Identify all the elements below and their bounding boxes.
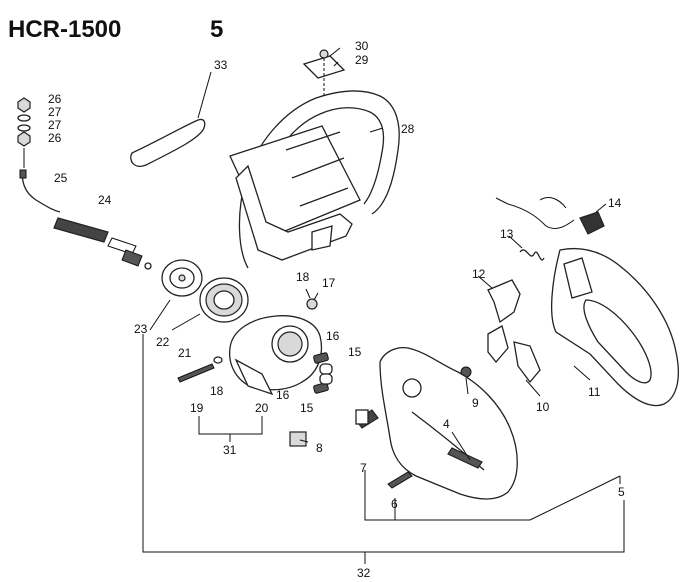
part-26-27-nuts-washers — [17, 97, 31, 168]
part-24-cable-tube — [53, 217, 152, 270]
callout-15b: 15 — [300, 401, 314, 415]
part-17-nut — [306, 298, 318, 310]
callout-26b: 26 — [48, 131, 62, 145]
part-23-starter-pulley — [161, 259, 203, 297]
callout-25: 25 — [54, 171, 68, 185]
model-title: HCR-1500 — [8, 16, 121, 43]
part-33-label — [130, 118, 206, 167]
part-30-29-nut-plate — [302, 49, 346, 98]
leader-lines — [142, 47, 625, 564]
part-7-fitting — [355, 409, 379, 429]
callout-22: 22 — [156, 335, 170, 349]
callout-32: 32 — [357, 566, 371, 580]
page-number: 5 — [210, 16, 223, 43]
callout-13: 13 — [500, 227, 514, 241]
callout-4: 4 — [443, 417, 450, 431]
part-12-throttle-lock — [487, 279, 521, 324]
callout-18b: 18 — [210, 384, 224, 398]
part-11-rear-handle — [550, 247, 679, 407]
part-10-throttle-trigger — [487, 325, 541, 384]
callout-11: 11 — [588, 385, 601, 399]
part-5-side-cover — [379, 346, 518, 500]
callout-10: 10 — [536, 400, 550, 414]
part-15-pins — [319, 363, 333, 385]
callout-27a: 27 — [48, 105, 62, 119]
callout-31: 31 — [223, 443, 237, 457]
callout-15a: 15 — [348, 345, 362, 359]
part-6-bolt — [387, 471, 413, 489]
callout-5: 5 — [618, 485, 625, 499]
callout-29: 29 — [355, 53, 369, 67]
callout-23: 23 — [134, 322, 148, 336]
callout-26a: 26 — [48, 92, 62, 106]
callout-33: 33 — [214, 58, 228, 72]
callout-28: 28 — [401, 122, 415, 136]
part-25-throttle-cable — [19, 169, 61, 213]
callout-7: 7 — [360, 461, 367, 475]
callout-30: 30 — [355, 39, 369, 53]
part-8-gasket — [289, 431, 307, 447]
callout-20: 20 — [255, 401, 269, 415]
callout-27b: 27 — [48, 118, 62, 132]
callout-6: 6 — [391, 497, 398, 511]
callout-16a: 16 — [326, 329, 340, 343]
part-20-starter-housing — [228, 315, 323, 396]
part-28-front-handle — [229, 90, 400, 269]
callout-9: 9 — [472, 396, 479, 410]
part-14-switch — [495, 197, 605, 235]
callout-21: 21 — [178, 346, 192, 360]
callout-8: 8 — [316, 441, 323, 455]
callout-17: 17 — [322, 276, 336, 290]
part-22-21-spring — [199, 277, 249, 323]
callout-18a: 18 — [296, 270, 310, 284]
callout-19: 19 — [190, 401, 204, 415]
part-16-pins — [313, 352, 329, 394]
callout-14: 14 — [608, 196, 622, 210]
callout-16b: 16 — [276, 388, 290, 402]
callout-12: 12 — [472, 267, 486, 281]
callout-numbers: 33 30 29 28 26 27 27 26 25 24 14 13 12 1… — [48, 39, 625, 580]
part-13-spring — [519, 249, 545, 261]
part-19-18-bolt-washer — [177, 356, 223, 383]
callout-24: 24 — [98, 193, 112, 207]
